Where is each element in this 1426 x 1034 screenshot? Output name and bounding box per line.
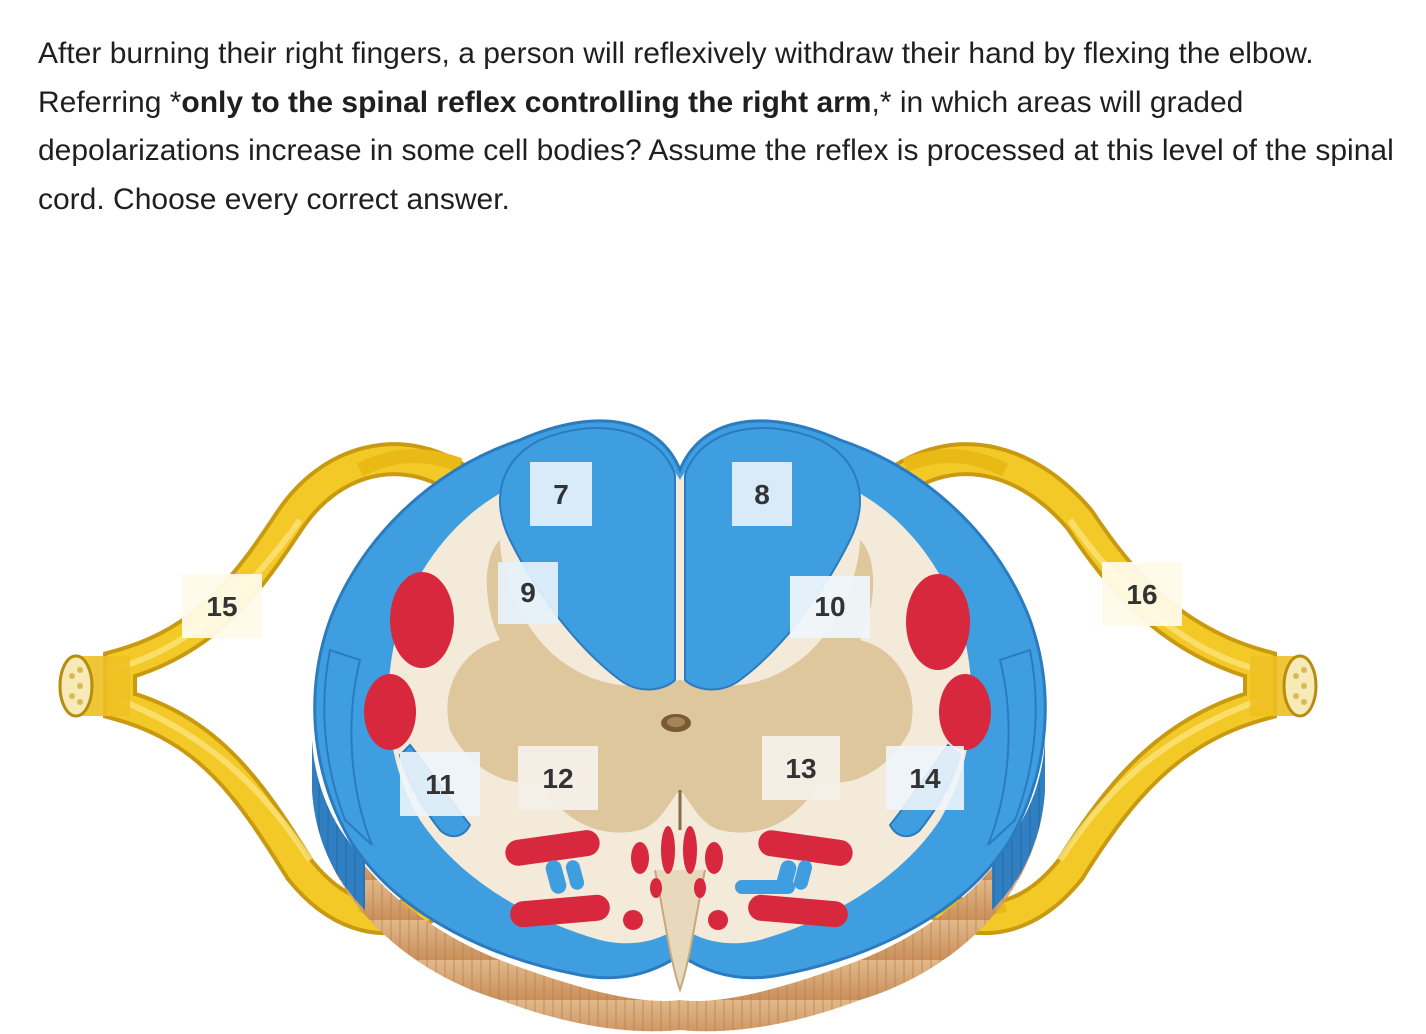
tract-right-lower xyxy=(939,674,991,750)
svg-text:10: 10 xyxy=(814,591,845,622)
right-nerve-cut-end xyxy=(1282,654,1318,718)
svg-text:9: 9 xyxy=(520,577,536,608)
svg-text:12: 12 xyxy=(542,763,573,794)
label-14[interactable]: 14 xyxy=(886,746,964,810)
tract-left-lower xyxy=(364,674,416,750)
tract-right-upper xyxy=(906,574,970,670)
svg-text:16: 16 xyxy=(1126,579,1157,610)
svg-text:13: 13 xyxy=(785,753,816,784)
left-spinal-nerve xyxy=(58,442,477,936)
label-15[interactable]: 15 xyxy=(182,574,262,638)
svg-text:15: 15 xyxy=(206,591,237,622)
label-7[interactable]: 7 xyxy=(530,462,592,526)
svg-text:7: 7 xyxy=(553,479,569,510)
label-13[interactable]: 13 xyxy=(762,736,840,800)
label-10[interactable]: 10 xyxy=(790,576,870,638)
label-8[interactable]: 8 xyxy=(732,462,792,526)
svg-text:11: 11 xyxy=(425,769,455,800)
red-tracts xyxy=(364,572,991,930)
tract-left-upper xyxy=(390,572,454,668)
dorsal-column-right xyxy=(684,427,861,691)
question-emphasis: only to the spinal reflex controlling th… xyxy=(181,85,872,119)
label-9[interactable]: 9 xyxy=(498,562,558,624)
spinal-cord-section xyxy=(313,419,1047,994)
question-part-1: After burning their right fingers, a per… xyxy=(38,37,1314,119)
label-16[interactable]: 16 xyxy=(1102,562,1182,626)
question-text: After burning their right fingers, a per… xyxy=(38,30,1398,224)
svg-text:14: 14 xyxy=(909,763,941,794)
svg-text:8: 8 xyxy=(754,479,770,510)
spinal-cord-cut-face xyxy=(312,740,1045,1032)
question-part-2: ,* in which areas will graded depolariza… xyxy=(38,85,1394,216)
label-12[interactable]: 12 xyxy=(518,746,598,810)
label-11[interactable]: 11 xyxy=(400,752,480,816)
